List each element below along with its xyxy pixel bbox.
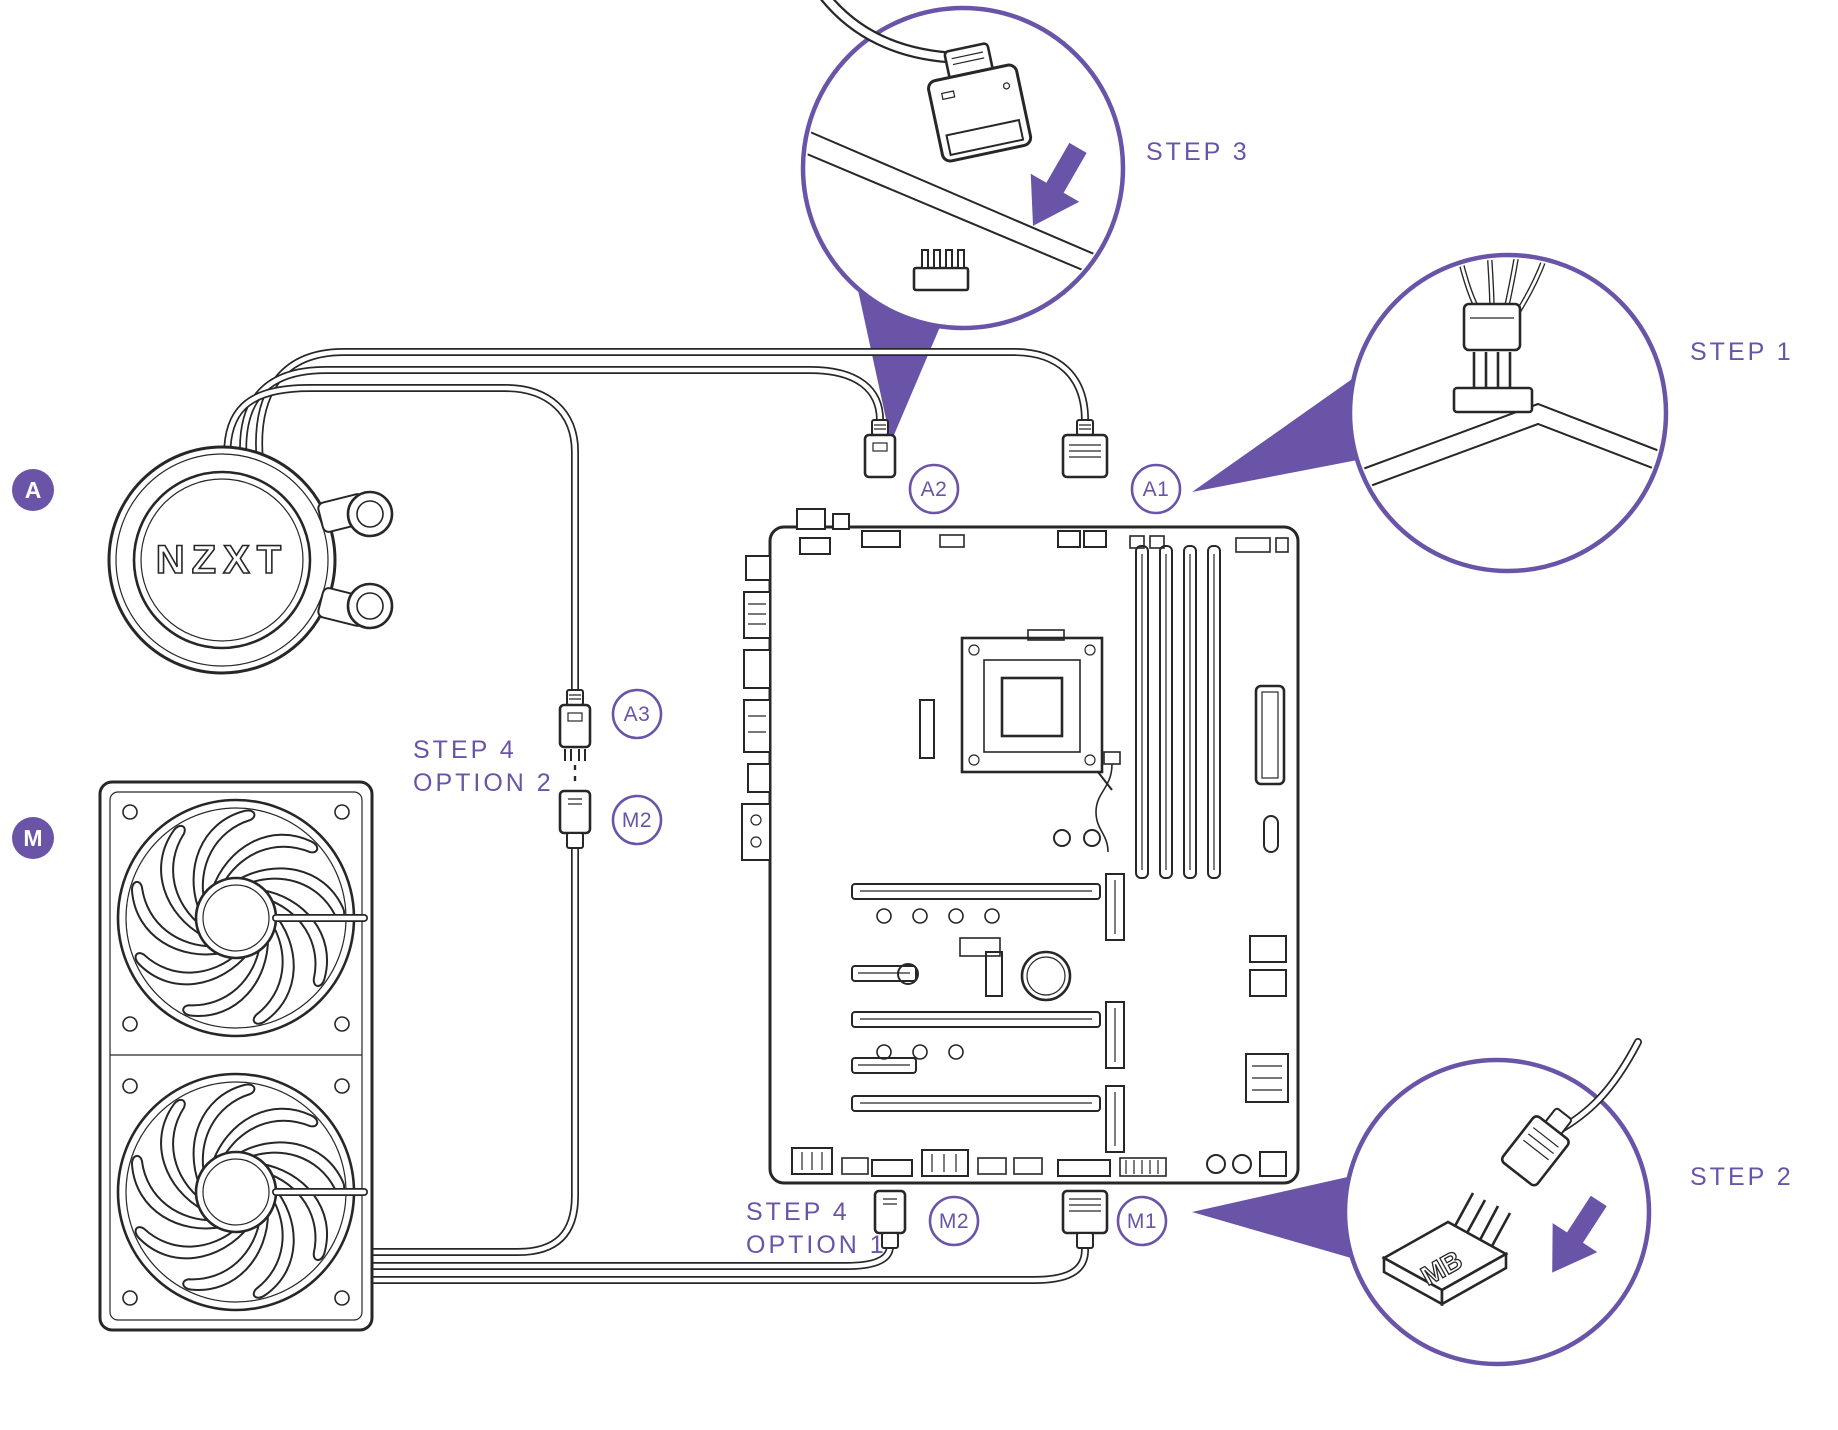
ram-slots: [1135, 545, 1221, 879]
a2-socket: [861, 530, 901, 548]
callout-step3: STEP 3: [800, 0, 1250, 331]
usb-connector: [927, 42, 1033, 163]
step3-pointer: [858, 290, 948, 442]
step3-label: STEP 3: [1146, 138, 1250, 166]
badge-pump-a: A: [12, 469, 54, 511]
svg-text:M: M: [23, 825, 42, 851]
a1-plug: [1061, 418, 1109, 479]
svg-text:M2: M2: [939, 1210, 969, 1233]
step1-label: STEP 1: [1690, 338, 1794, 366]
svg-text:M2: M2: [622, 809, 652, 832]
fan-connector: [1452, 302, 1534, 414]
tube-fitting-top: [346, 490, 394, 538]
svg-text:A1: A1: [1143, 478, 1170, 501]
a1-socket: [1057, 530, 1081, 548]
svg-text:M1: M1: [1127, 1210, 1157, 1233]
pump-logo-text: NZXT: [156, 538, 288, 582]
m1-socket: [1057, 1159, 1111, 1177]
rear-io-ports: [741, 555, 771, 861]
badge-fans-m: M: [12, 817, 54, 859]
step4-option1-label: STEP 4 OPTION 1: [746, 1198, 887, 1259]
bottom-headers: [791, 1147, 1287, 1177]
m1-plug: [1061, 1189, 1109, 1250]
svg-text:STEP 4: STEP 4: [746, 1198, 850, 1226]
step2-connector: [1500, 1107, 1572, 1187]
radiator-fans: [98, 780, 374, 1332]
svg-text:OPTION 1: OPTION 1: [746, 1231, 887, 1259]
step1-pointer: [1192, 372, 1368, 492]
a3-inline-connector: [558, 688, 592, 787]
m2-inline-plug: [558, 789, 592, 850]
pump-unit: NZXT: [107, 445, 394, 675]
connector-label-m1: M1: [1116, 1195, 1168, 1247]
svg-text:A: A: [25, 477, 42, 503]
connector-label-m2-inline: M2: [611, 794, 663, 846]
fan-corner-screws: [122, 804, 350, 1306]
cmos-battery: [1020, 950, 1072, 1002]
callout-step1: STEP 1: [1347, 252, 1794, 574]
tube-fitting-bottom: [346, 582, 394, 630]
connector-label-a1: A1: [1130, 463, 1182, 515]
step4-option2-label: STEP 4 OPTION 2: [413, 736, 554, 797]
atx-power-connector: [1254, 684, 1286, 786]
m2-socket: [871, 1159, 913, 1177]
cpu-socket: [960, 629, 1121, 853]
connector-label-a3: A3: [611, 688, 663, 740]
step2-pointer: [1192, 1176, 1358, 1260]
svg-text:A3: A3: [624, 703, 651, 726]
motherboard: [741, 508, 1300, 1185]
step2-label: STEP 2: [1690, 1163, 1794, 1191]
connector-label-m2-board: M2: [928, 1195, 980, 1247]
mb-plug: MB: [1381, 1192, 1512, 1307]
connector-label-a2: A2: [908, 463, 960, 515]
svg-text:A2: A2: [921, 478, 948, 501]
callout-step2: MB STEP 2: [1342, 1042, 1794, 1367]
pcie-slots: [851, 883, 1101, 1112]
usb-header-pins: [912, 249, 970, 292]
svg-text:OPTION 2: OPTION 2: [413, 769, 554, 797]
svg-text:STEP 4: STEP 4: [413, 736, 517, 764]
